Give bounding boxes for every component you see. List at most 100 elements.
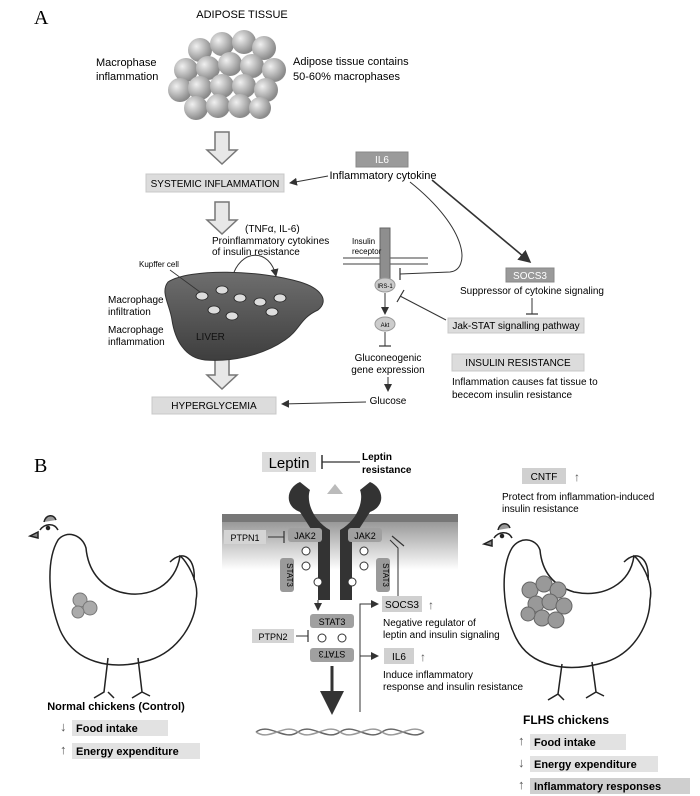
ptpn2-box [252, 629, 294, 643]
jak-stat-box [447, 317, 585, 334]
liver-label: LIVER [196, 332, 225, 343]
il6-box-b [384, 648, 414, 664]
insulin-resistance: INSULIN RESISTANCE [465, 358, 571, 369]
dimer-p-icons [317, 633, 347, 643]
cntf-up-arrow: ↑ [574, 470, 580, 484]
panel-b-letter: B [34, 455, 47, 477]
socs3-feedback-line [389, 539, 399, 596]
cntf-desc-2: insulin resistance [502, 504, 579, 515]
jak-stat-label: Jak-STAT signalling pathway [452, 321, 579, 332]
ir-desc-1: Inflammation causes fat tissue to [452, 377, 598, 388]
phospho-p-icons [301, 546, 369, 587]
flhs-inflammatory-label: Inflammatory responses [534, 781, 661, 793]
flhs-inflammatory-arrow: ↑ [518, 777, 525, 792]
flhs-food-box [530, 734, 626, 750]
akt-label: Akt [381, 323, 390, 329]
leptin-ligand [327, 484, 343, 494]
macrophage-infiltration-1: Macrophage [108, 295, 164, 306]
cntf-label: CNTF [531, 472, 558, 483]
normal-food-arrow: ↓ [60, 719, 67, 734]
kupffer-pointer [169, 269, 201, 293]
ir-desc-2: bececom insulin resistance [452, 390, 572, 401]
flhs-energy-label: Energy expenditure [534, 759, 637, 771]
dna-to-socs3-arrow [359, 600, 379, 712]
leptin-receptor-left [288, 482, 330, 600]
systemic-inflammation: SYSTEMIC INFLAMMATION [151, 179, 280, 190]
adipose-note-1: Adipose tissue contains [293, 56, 409, 68]
leptin-resistance-2: resistance [362, 465, 412, 476]
il6-to-socs3-arrow [431, 179, 532, 264]
akt-node [374, 316, 396, 332]
socs3-feedback-bar [391, 535, 405, 547]
normal-chicken-icon [27, 515, 198, 699]
flhs-energy-box [530, 756, 658, 772]
leptin-receptor-right [340, 482, 382, 600]
panel-a-letter: A [34, 7, 49, 29]
il6-desc-1: Induce inflammatory [383, 670, 473, 681]
socs3-up-arrow: ↑ [428, 598, 434, 612]
stat3-dimer-top [310, 614, 354, 628]
socs3-desc-a: Suppressor of cytokine signaling [460, 286, 604, 297]
normal-food-box [72, 720, 168, 736]
irs1-node [374, 277, 396, 293]
adipose-title: ADIPOSE TISSUE [196, 9, 288, 21]
il6-inhibit-irs1-line [399, 181, 463, 275]
ptpn1-label: PTPN1 [230, 533, 259, 543]
il6-desc-2: response and insulin resistance [383, 682, 524, 693]
socs3-box-b [382, 596, 422, 612]
flhs-chicken-fat-icon [520, 575, 573, 629]
normal-chicken-fat-icon [71, 592, 98, 619]
stat3-dimer-bottom-label: STAT3 [319, 649, 346, 659]
macrophage-infiltration-2: infiltration [108, 307, 151, 318]
macrophase-inflammation-1: Macrophase [96, 57, 157, 69]
jak2-right-label: JAK2 [354, 531, 376, 541]
socs3-label-b: SOCS3 [385, 600, 419, 611]
cntf-desc-1: Protect from inflammation-induced [502, 492, 654, 503]
stat3-dimer-bottom [310, 648, 354, 662]
cntf-box [522, 468, 566, 484]
insulin-resistance-box [451, 353, 585, 372]
systemic-inflammation-box [145, 173, 285, 193]
flhs-chicken-icon [481, 523, 652, 701]
dna-strand-2 [255, 728, 425, 736]
leptin-box [262, 452, 316, 472]
irs1-label: IRS-1 [377, 284, 393, 290]
kupffer-label: Kupffer cell [139, 260, 179, 269]
glucose-to-hyperglycemia-arrow [281, 399, 367, 408]
hyperglycemia-box [151, 396, 277, 415]
normal-energy-box [72, 743, 200, 759]
flhs-food-arrow: ↑ [518, 733, 525, 748]
macrophage-inflammation-1: Macrophage [108, 325, 164, 336]
flhs-food-label: Food intake [534, 737, 596, 749]
normal-energy-arrow: ↑ [60, 742, 67, 757]
normal-energy-label: Energy expenditure [76, 746, 179, 758]
stat3-dimer-top-label: STAT3 [319, 617, 346, 627]
insulin-receptor-2: receptor [352, 247, 382, 256]
adipose-note-2: 50-60% macrophases [293, 71, 401, 83]
proinflammatory-1: (TNFα, IL-6) [245, 224, 300, 235]
macrophase-inflammation-2: inflammation [96, 71, 158, 83]
socs3-desc-b-2: leptin and insulin signaling [383, 630, 500, 641]
leptin-label: Leptin [269, 455, 310, 472]
cell-membrane [222, 514, 458, 522]
il6-up-arrow: ↑ [420, 650, 426, 664]
adipose-cluster-icon [168, 30, 286, 120]
normal-title: Normal chickens (Control) [47, 701, 185, 713]
flhs-energy-arrow: ↓ [518, 755, 525, 770]
jak2-left [288, 528, 322, 542]
socs3-box-a [505, 267, 555, 283]
il6-label: IL6 [375, 155, 389, 166]
liver-icon [164, 271, 324, 361]
kupffer-cells [195, 285, 287, 321]
insulin-receptor-1: Insulin [352, 237, 375, 246]
il6-to-systemic-arrow [289, 175, 329, 186]
gluconeogenic-2: gene expression [351, 365, 424, 376]
jak-stat-inhibit-line [399, 295, 447, 321]
proinflammatory-3: of insulin resistance [212, 247, 300, 258]
inflammatory-cytokine: Inflammatory cytokine [330, 170, 437, 182]
jak-stat-inhibit-bar [396, 289, 405, 303]
socs3-desc-b-1: Negative regulator of [383, 618, 476, 629]
il6-label-b: IL6 [392, 652, 406, 663]
gluconeogenic-1: Gluconeogenic [355, 353, 422, 364]
